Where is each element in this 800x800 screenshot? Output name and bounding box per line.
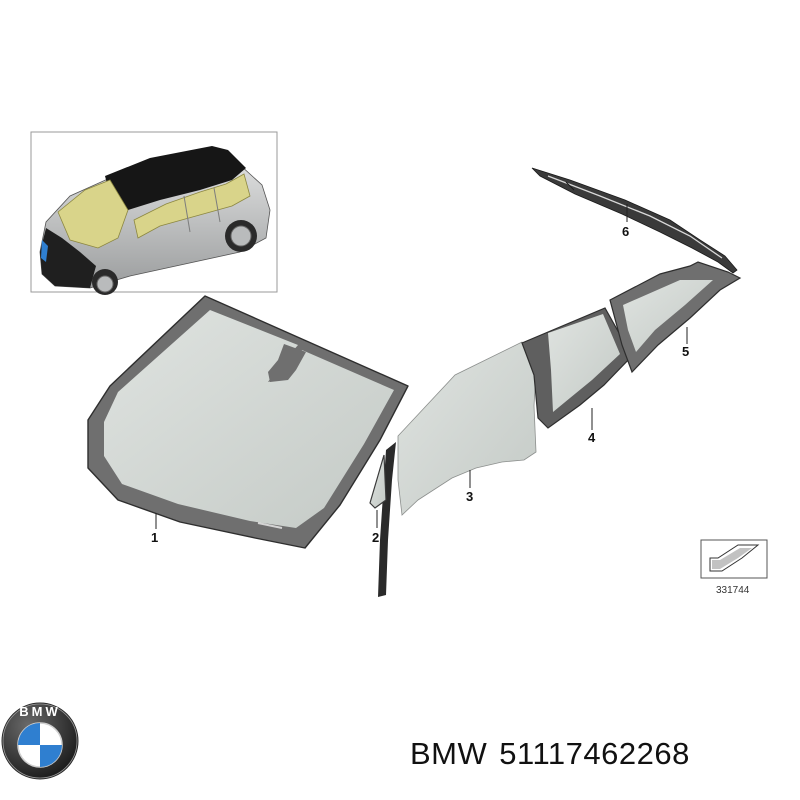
windscreen-mirror-mount xyxy=(268,344,306,382)
front-wheel xyxy=(92,269,118,295)
leader-lines xyxy=(155,204,688,529)
callout-3: 3 xyxy=(466,489,473,504)
rear-trim-strip-highlight xyxy=(547,175,723,259)
quarter-glass-pane[interactable] xyxy=(369,454,387,509)
car-roof xyxy=(105,146,246,210)
highlighted-side-glass xyxy=(133,173,251,239)
rear-trim-strip-shape[interactable] xyxy=(531,167,738,274)
part-rear-side-window xyxy=(609,261,742,374)
reference-code: 331744 xyxy=(716,585,750,596)
highlighted-windscreen xyxy=(57,179,129,249)
rear-side-window-pane[interactable] xyxy=(623,280,713,352)
rear-door-glass-pane[interactable] xyxy=(548,314,620,412)
rear-side-window-frit xyxy=(609,261,742,374)
part-windscreen xyxy=(87,295,409,549)
part-number-caption: BMW 51117462268 xyxy=(410,736,690,772)
part-number: 51117462268 xyxy=(499,736,690,771)
quarter-glass-trim xyxy=(378,442,396,597)
reference-badge: 331744 xyxy=(700,539,768,596)
svg-text:BMW: BMW xyxy=(19,704,61,719)
part-rear-trim-strip xyxy=(531,167,738,274)
windscreen-glass[interactable] xyxy=(104,310,394,528)
callout-4: 4 xyxy=(588,430,596,445)
callout-6: 6 xyxy=(622,224,629,239)
door-lines xyxy=(183,187,221,233)
part-front-quarter-glass xyxy=(369,442,396,597)
vehicle-thumbnail xyxy=(30,131,278,295)
car-front-trim xyxy=(40,228,96,288)
part-rear-door-glass xyxy=(521,307,633,429)
bmw-logo: BMW xyxy=(1,702,79,780)
brand-name: BMW xyxy=(410,736,488,771)
blue-accent xyxy=(41,240,48,262)
callout-1: 1 xyxy=(151,530,158,545)
callout-2: 2 xyxy=(372,530,379,545)
callout-5: 5 xyxy=(682,344,689,359)
rear-wheel xyxy=(225,220,257,252)
